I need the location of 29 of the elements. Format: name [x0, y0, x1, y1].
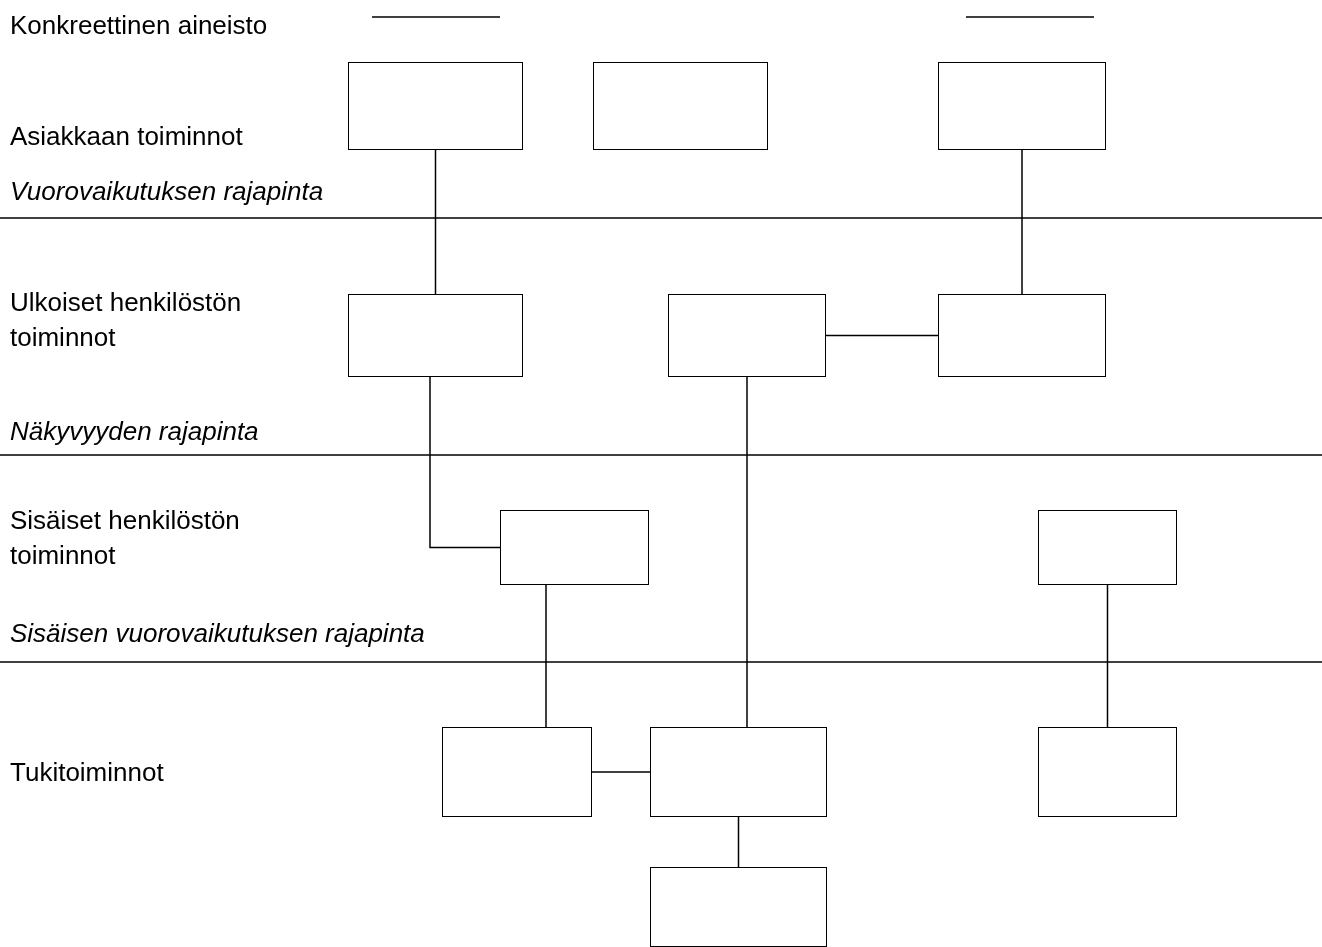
lane-label: Sisäiset henkilöstön toiminnot	[10, 504, 241, 572]
connector-line	[434, 149, 437, 295]
process-box	[442, 727, 592, 817]
connector-line	[746, 376, 748, 728]
process-box	[650, 867, 827, 947]
process-box	[1038, 727, 1177, 817]
process-box	[650, 727, 827, 817]
process-box	[1038, 510, 1177, 585]
process-box	[938, 294, 1106, 377]
connector-line	[825, 334, 939, 337]
lane-label: Tukitoiminnot	[10, 756, 164, 789]
interface-label: Vuorovaikutuksen rajapinta	[10, 175, 324, 208]
connector-line	[737, 816, 740, 868]
interface-label: Näkyvyyden rajapinta	[10, 415, 259, 448]
process-box	[938, 62, 1106, 150]
connector-line	[1021, 149, 1023, 295]
connector-line	[545, 584, 547, 728]
process-box	[348, 294, 523, 377]
connector-line	[1106, 584, 1109, 728]
lane-label: Asiakkaan toiminnot	[10, 120, 243, 153]
process-box	[593, 62, 768, 150]
connector-line	[429, 376, 501, 549]
process-box	[348, 62, 523, 150]
lane-label: Ulkoiset henkilöstön toiminnot	[10, 286, 243, 354]
connector-line	[591, 771, 651, 773]
process-box	[500, 510, 649, 585]
lane-label: Konkreettinen aineisto	[10, 9, 268, 42]
interface-label: Sisäisen vuorovaikutuksen rajapinta	[10, 617, 425, 650]
process-box	[668, 294, 826, 377]
